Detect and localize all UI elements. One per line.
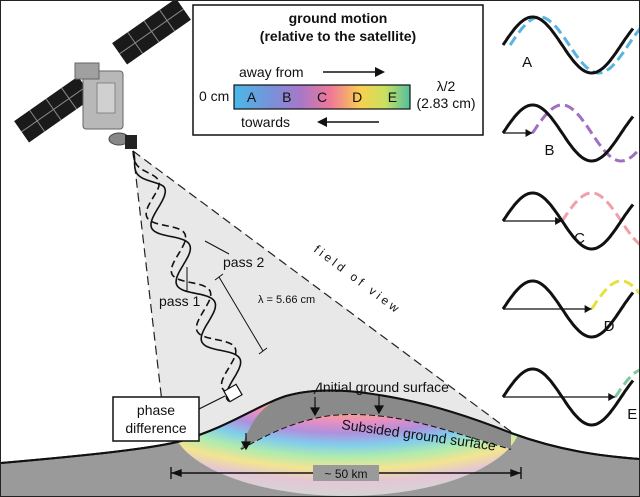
wavelength-marker — [214, 273, 268, 355]
interferogram-fringes — [171, 390, 521, 496]
phase-shift-panels: A B C D E — [501, 15, 639, 427]
color-scale-letter-c: C — [317, 89, 327, 105]
color-scale-letter-a: A — [247, 89, 257, 105]
reference-wave-b — [501, 103, 635, 163]
phase-label-line1: phase — [137, 402, 175, 418]
phase-difference-box — [112, 396, 200, 442]
reference-wave-e — [501, 367, 635, 427]
ground-motion-legend: ground motion (relative to the satellite… — [192, 4, 484, 136]
satellite-icon — [14, 1, 191, 149]
color-scale-bar — [233, 84, 411, 110]
half-wavelength-value: (2.83 cm) — [416, 95, 475, 111]
shifted-wave-c — [560, 191, 639, 246]
phase-label-line2: difference — [125, 420, 186, 436]
panel-letter-b: B — [545, 142, 555, 159]
half-wavelength-label: λ/2 — [437, 78, 456, 94]
legend-title-line1: ground motion — [289, 10, 388, 26]
pass2-label: pass 2 — [223, 254, 264, 270]
phase-panel-c: C — [501, 191, 639, 251]
towards-label: towards — [241, 114, 290, 130]
color-scale-letters: A B C D E — [247, 89, 397, 105]
zero-label: 0 cm — [199, 88, 229, 104]
reference-wave-a — [501, 15, 635, 75]
shifted-wave-e — [614, 368, 639, 398]
reference-wave-c — [501, 191, 635, 251]
pass1-wave — [132, 150, 242, 402]
wavelength-label: λ = 5.66 cm — [258, 294, 315, 306]
color-scale-letter-e: E — [388, 89, 397, 105]
subsidence-arrows — [240, 395, 385, 451]
fov-right-edge — [132, 150, 522, 440]
pass1-label: pass 1 — [159, 293, 200, 309]
color-scale-letter-b: B — [282, 89, 291, 105]
reference-wave-d — [501, 279, 635, 339]
pass2-wave — [132, 150, 241, 398]
phase-panel-b: B — [501, 103, 639, 163]
phase-leader — [198, 395, 226, 410]
panel-letter-e: E — [627, 406, 637, 423]
shifted-wave-b — [531, 103, 639, 163]
fov-left-edge — [132, 150, 170, 464]
phase-panel-d: D — [501, 279, 639, 339]
away-label: away from — [239, 64, 304, 80]
shifted-wave-d — [590, 279, 639, 310]
phase-panel-a: A — [501, 15, 639, 75]
initial-surface-leader — [313, 382, 321, 395]
panel-letter-a: A — [522, 54, 532, 71]
legend-title-line2: (relative to the satellite) — [260, 28, 416, 44]
scale-label: ~ 50 km — [324, 467, 367, 481]
phase-panel-e: E — [501, 367, 639, 427]
phase-difference-marker — [223, 383, 243, 403]
pass2-leader — [204, 240, 230, 255]
shifted-wave-a — [508, 15, 639, 75]
panel-letter-d: D — [604, 318, 615, 335]
subsidence-zone — [241, 390, 511, 449]
initial-surface-label: Initial ground surface — [319, 379, 449, 395]
color-scale-letter-d: D — [352, 89, 362, 105]
panel-letter-c: C — [574, 230, 585, 247]
